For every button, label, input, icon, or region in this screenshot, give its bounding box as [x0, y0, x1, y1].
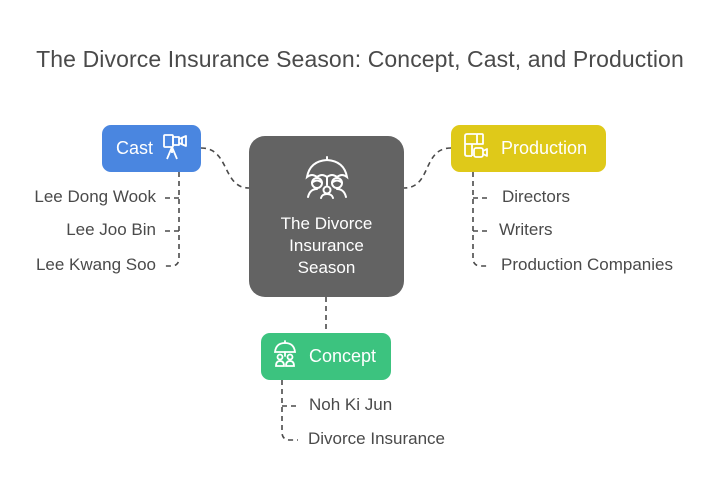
cast-item: Lee Kwang Soo — [35, 255, 156, 274]
concept-item: Divorce Insurance — [308, 429, 446, 448]
production-node[interactable]: Production — [451, 125, 606, 172]
cast-label: Cast — [116, 138, 154, 158]
diagram-title: The Divorce Insurance Season: Concept, C… — [36, 46, 684, 72]
umbrella-family-icon — [302, 155, 352, 205]
center-label-line1: The Divorce — [280, 213, 373, 233]
layout-video-icon — [463, 132, 489, 165]
concept-node[interactable]: Concept — [261, 333, 391, 380]
connector-production-tree — [472, 172, 490, 267]
connector-production-center — [403, 147, 452, 189]
concept-label: Concept — [309, 346, 377, 366]
production-label: Production — [501, 138, 588, 158]
connector-concept-tree — [281, 380, 298, 441]
concept-item: Noh Ki Jun — [309, 395, 393, 414]
connector-cast-center — [200, 147, 250, 189]
production-item: Production Companies — [501, 255, 673, 274]
film-camera-icon — [161, 131, 191, 166]
production-item: Writers — [499, 220, 553, 239]
connector-cast-tree — [165, 172, 180, 267]
cast-item: Lee Dong Wook — [34, 187, 156, 206]
cast-node[interactable]: Cast — [102, 125, 201, 172]
center-label-line3: Season — [297, 257, 356, 277]
umbrella-people-icon — [273, 340, 297, 373]
cast-item: Lee Joo Bin — [66, 220, 156, 239]
center-node[interactable]: The Divorce Insurance Season — [249, 136, 404, 297]
production-item: Directors — [502, 187, 571, 206]
center-label-line2: Insurance — [289, 235, 364, 255]
